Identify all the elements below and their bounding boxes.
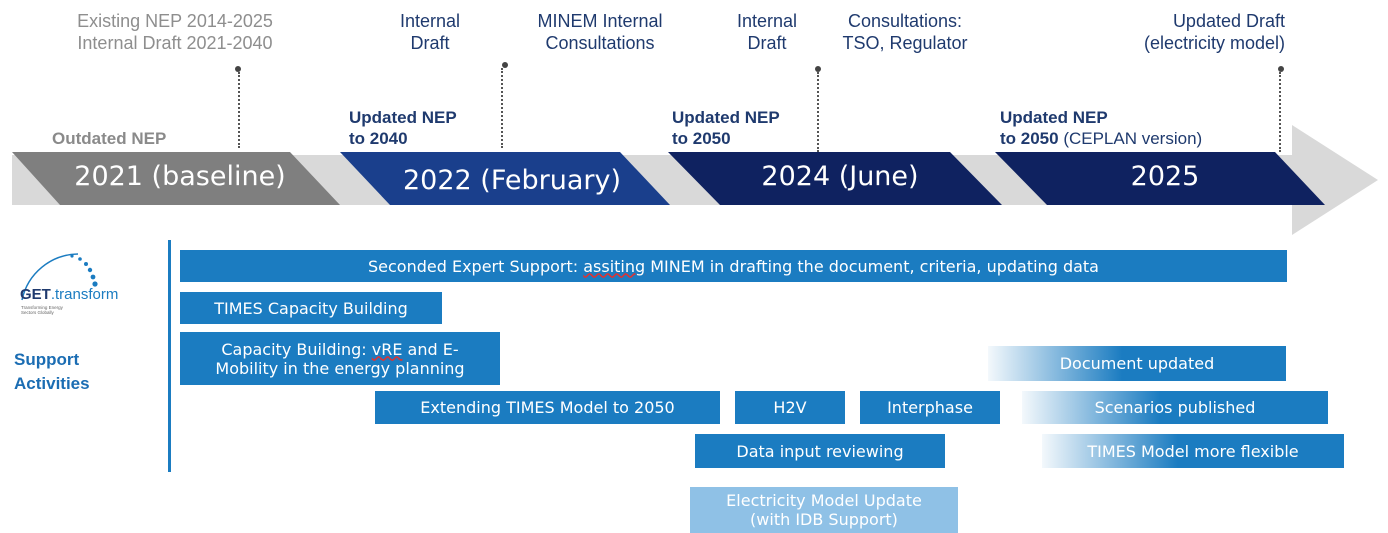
label-outdated-nep: Outdated NEP	[52, 129, 167, 148]
phase-chevron-2022	[340, 152, 670, 205]
note-internal-draft-2: Internal Draft	[736, 11, 798, 53]
note-minem-consultations: MINEM Internal Consultations	[537, 11, 663, 53]
note-internal-draft-1: Internal Draft	[399, 11, 461, 53]
connector-line-2	[501, 68, 503, 148]
note-updated-draft: Updated Draft (electricity model)	[1143, 11, 1285, 53]
bar-times-capacity-building: TIMES Capacity Building	[180, 292, 442, 324]
connector-dot-4	[1278, 66, 1284, 72]
phase-label-2021: 2021 (baseline)	[74, 161, 286, 192]
label-updated-nep-2050-ceplan: Updated NEP to 2050 (CEPLAN version)	[1000, 108, 1203, 148]
phase-chevron-2025	[995, 152, 1325, 205]
bar-interphase: Interphase	[860, 391, 1000, 424]
label-updated-nep-2040: Updated NEP to 2040	[349, 108, 457, 148]
support-activities-label: Support Activities	[14, 350, 90, 393]
phase-chevron-2021	[12, 152, 340, 205]
note-existing-nep: Existing NEP 2014-2025 Internal Draft 20…	[77, 11, 273, 53]
bar-scenarios-published: Scenarios published	[1022, 391, 1328, 424]
logo-arc	[21, 253, 79, 301]
logo-dots	[70, 254, 98, 287]
logo-tagline: Transforming Energy Sectors Globally	[21, 305, 63, 315]
phase-chevron-2024	[668, 152, 1002, 205]
phase-label-2024: 2024 (June)	[761, 161, 919, 192]
note-consultations-tso: Consultations: TSO, Regulator	[842, 11, 968, 53]
connector-dot-1	[235, 66, 241, 72]
support-divider	[168, 240, 171, 472]
bar-document-updated: Document updated	[988, 346, 1286, 381]
connector-line-3	[817, 72, 819, 152]
label-updated-nep-2050: Updated NEP to 2050	[672, 108, 780, 148]
phase-label-2025: 2025	[1130, 161, 1200, 192]
connector-line-1	[238, 72, 240, 148]
bar-electricity-model-update: Electricity Model Update (with IDB Suppo…	[690, 487, 958, 533]
bar-data-input-reviewing: Data input reviewing	[695, 434, 945, 468]
connector-dot-3	[815, 66, 821, 72]
connector-dot-2	[502, 62, 508, 68]
bar-h2v: H2V	[735, 391, 845, 424]
phase-label-2022: 2022 (February)	[402, 165, 621, 196]
logo-get-transform: GET.transform	[20, 286, 119, 303]
bar-extending-times-model: Extending TIMES Model to 2050	[375, 391, 720, 424]
timeline-arrow	[12, 125, 1378, 235]
connector-line-4	[1279, 72, 1281, 152]
bar-seconded-expert-support: Seconded Expert Support: assiting MINEM …	[180, 250, 1287, 282]
bar-times-model-flexible: TIMES Model more flexible	[1042, 434, 1344, 468]
bar-capacity-building-vre: Capacity Building: vRE and E- Mobility i…	[180, 332, 500, 385]
